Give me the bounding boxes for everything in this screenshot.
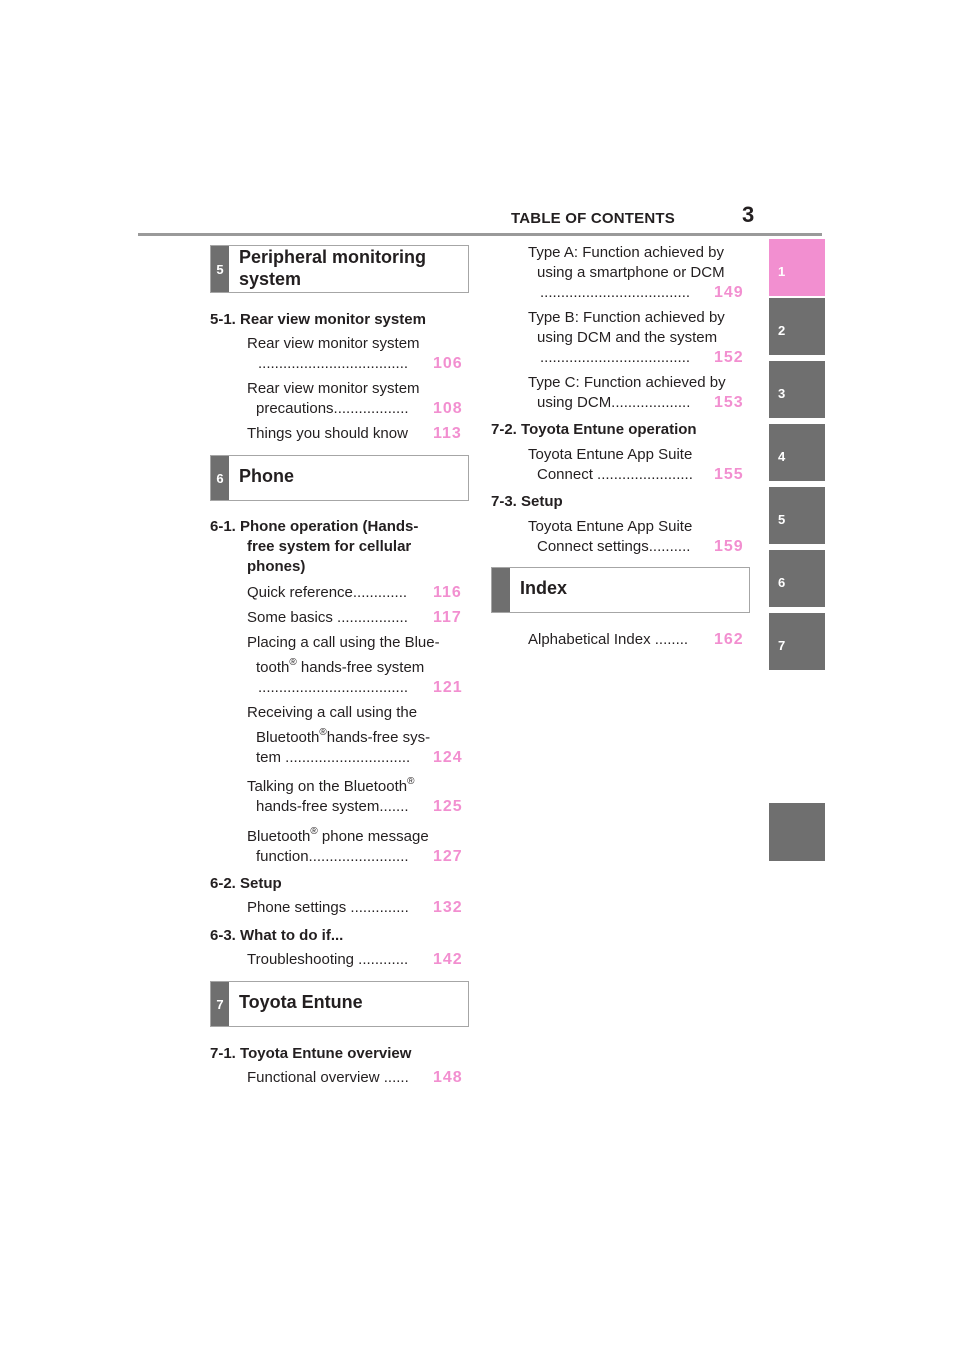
toc-entry[interactable]: Alphabetical Index ........ — [528, 631, 689, 648]
toc-entry[interactable]: function........................ — [256, 848, 409, 865]
section-header-index: Index — [491, 567, 750, 613]
toc-entry[interactable]: Functional overview ...... — [247, 1069, 409, 1086]
toc-entry[interactable]: Placing a call using the Blue- — [247, 634, 440, 651]
page-link[interactable]: 159 — [714, 538, 744, 555]
toc-entry[interactable]: Receiving a call using the — [247, 704, 418, 721]
toc-leader: .................................... — [258, 679, 409, 696]
toc-entry[interactable]: tem .............................. — [256, 749, 411, 766]
index-tab[interactable] — [769, 803, 825, 861]
chapter-heading: 6-3. What to do if... — [210, 927, 344, 944]
page-link[interactable]: 116 — [433, 584, 462, 601]
chapter-heading: 6-2. Setup — [210, 875, 282, 892]
entry-text: phone message — [317, 828, 429, 845]
page-link[interactable]: 117 — [433, 609, 462, 626]
toc-entry[interactable]: Troubleshooting ............ — [247, 951, 409, 968]
section-header-5: 5 Peripheral monitoring system — [210, 245, 469, 293]
toc-leader: .................................... — [540, 349, 691, 366]
toc-entry[interactable]: Connect ....................... — [537, 466, 693, 483]
page-link[interactable]: 124 — [433, 749, 463, 766]
section-title: Phone — [239, 466, 295, 486]
toc-entry[interactable]: Toyota Entune App Suite — [528, 446, 693, 463]
page-link[interactable]: 106 — [433, 355, 463, 372]
page-link[interactable]: 153 — [714, 394, 744, 411]
chapter-tab-1[interactable]: 1 — [769, 239, 825, 296]
section-title: Toyota Entune — [239, 992, 363, 1012]
chapter-tab-7[interactable]: 7 — [769, 613, 825, 670]
page-link[interactable]: 142 — [433, 951, 463, 968]
entry-text: Bluetooth — [247, 828, 311, 845]
chapter-heading: 5-1. Rear view monitor system — [210, 311, 426, 328]
page-link[interactable]: 132 — [433, 899, 463, 916]
page-link[interactable]: 113 — [433, 425, 462, 442]
toc-entry[interactable]: tooth® hands-free system — [256, 658, 424, 678]
toc-entry[interactable]: Phone settings .............. — [247, 899, 409, 916]
chapter-heading: free system for cellular — [247, 538, 412, 555]
toc-entry[interactable]: Type A: Function achieved by — [528, 244, 724, 261]
entry-text: Bluetooth — [256, 729, 320, 746]
chapter-tab-2[interactable]: 2 — [769, 298, 825, 355]
page-link[interactable]: 121 — [433, 679, 463, 696]
toc-entry[interactable]: Toyota Entune App Suite — [528, 518, 693, 535]
entry-text: Talking on the Bluetooth — [247, 778, 408, 795]
toc-entry[interactable]: Type B: Function achieved by — [528, 309, 725, 326]
section-number: 7 — [211, 982, 229, 1026]
toc-entry[interactable]: using a smartphone or DCM — [537, 264, 725, 281]
chapter-tab-4[interactable]: 4 — [769, 424, 825, 481]
page-link[interactable]: 152 — [714, 349, 744, 366]
section-title-line1: Peripheral monitoring — [239, 247, 427, 267]
toc-entry[interactable]: Connect settings.......... — [537, 538, 691, 555]
toc-leader: .................................... — [540, 284, 691, 301]
section-marker — [492, 568, 510, 612]
toc-entry[interactable]: Bluetooth®hands-free sys- — [256, 728, 430, 748]
page-link[interactable]: 127 — [433, 848, 463, 865]
running-header-title: TABLE OF CONTENTS — [511, 210, 675, 227]
page-link[interactable]: 125 — [433, 798, 463, 815]
section-header-7: 7 Toyota Entune — [210, 981, 469, 1027]
toc-entry[interactable]: using DCM and the system — [537, 329, 718, 346]
chapter-heading: 6-1. Phone operation (Hands- — [210, 518, 419, 535]
entry-text: hands-free sys- — [326, 729, 431, 746]
toc-entry[interactable]: Rear view monitor system — [247, 335, 420, 352]
page-link[interactable]: 148 — [433, 1069, 463, 1086]
chapter-tab-6[interactable]: 6 — [769, 550, 825, 607]
page-link[interactable]: 155 — [714, 466, 744, 483]
page-link[interactable]: 162 — [714, 631, 744, 648]
chapter-heading: 7-1. Toyota Entune overview — [210, 1045, 412, 1062]
section-number: 5 — [211, 246, 229, 292]
toc-entry[interactable]: Things you should know — [247, 425, 408, 442]
toc-entry[interactable]: Some basics ................. — [247, 609, 408, 626]
toc-entry[interactable]: hands-free system....... — [256, 798, 409, 815]
entry-text: tooth — [256, 659, 290, 676]
chapter-tab-5[interactable]: 5 — [769, 487, 825, 544]
page-link[interactable]: 149 — [714, 284, 744, 301]
page-link[interactable]: 108 — [433, 400, 463, 417]
header-rule — [138, 233, 822, 236]
section-title: Index — [520, 578, 568, 598]
toc-entry[interactable]: precautions.................. — [256, 400, 409, 417]
entry-text: hands-free system — [296, 659, 425, 676]
page-number: 3 — [742, 202, 755, 227]
registered-mark: ® — [319, 727, 327, 738]
toc-entry[interactable]: Type C: Function achieved by — [528, 374, 726, 391]
registered-mark: ® — [289, 657, 297, 668]
toc-entry[interactable]: Rear view monitor system — [247, 380, 420, 397]
toc-leader: .................................... — [258, 355, 409, 372]
registered-mark: ® — [310, 826, 318, 837]
chapter-tab-3[interactable]: 3 — [769, 361, 825, 418]
toc-entry[interactable]: using DCM................... — [537, 394, 691, 411]
toc-entry[interactable]: Quick reference............. — [247, 584, 408, 601]
section-title-line2: system — [239, 269, 302, 289]
chapter-heading: 7-2. Toyota Entune operation — [491, 421, 697, 438]
registered-mark: ® — [407, 776, 415, 787]
toc-entry[interactable]: Talking on the Bluetooth® — [247, 777, 415, 797]
chapter-heading: 7-3. Setup — [491, 493, 563, 510]
section-number: 6 — [211, 456, 229, 500]
chapter-heading: phones) — [247, 558, 306, 575]
toc-entry[interactable]: Bluetooth® phone message — [247, 827, 429, 847]
section-header-6: 6 Phone — [210, 455, 469, 501]
